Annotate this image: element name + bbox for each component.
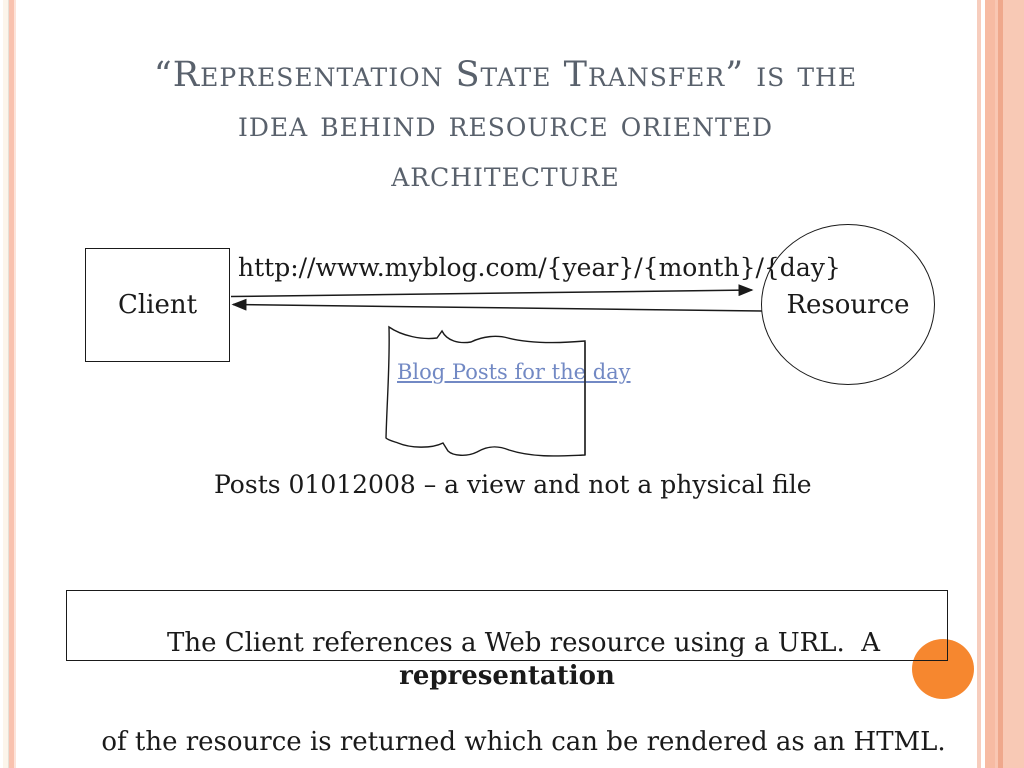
resource-node: Resource	[761, 224, 935, 385]
explanation-box: The Client references a Web resource usi…	[66, 590, 948, 757]
client-node-label: Client	[117, 290, 198, 320]
orange-circle-decoration	[912, 639, 974, 699]
posts-view-caption: Posts 01012008 – a view and not a physic…	[214, 470, 812, 499]
left-edge-stripes	[0, 0, 16, 768]
explanation-line1-bold: representation	[399, 661, 615, 691]
slide-title-line1: “Representation State Transfer” is the	[153, 55, 858, 95]
client-node: Client	[85, 248, 230, 362]
request-arrow	[230, 284, 754, 298]
slide-title: “Representation State Transfer” is the i…	[63, 50, 948, 200]
explanation-line1-text: The Client references a Web resource usi…	[166, 628, 889, 658]
right-edge-stripes	[977, 0, 1024, 768]
slide-title-line3: architecture	[391, 155, 620, 195]
resource-node-label: Resource	[786, 289, 910, 320]
response-arrow	[231, 298, 763, 312]
request-url-label: http://www.myblog.com/{year}/{month}/{da…	[238, 253, 841, 282]
explanation-line2-text: of the resource is returned which can be…	[101, 727, 946, 757]
slide-title-line2: idea behind resource oriented	[237, 105, 774, 145]
blog-posts-link[interactable]: Blog Posts for the day	[397, 360, 631, 384]
wavy-document-outline	[385, 325, 586, 457]
